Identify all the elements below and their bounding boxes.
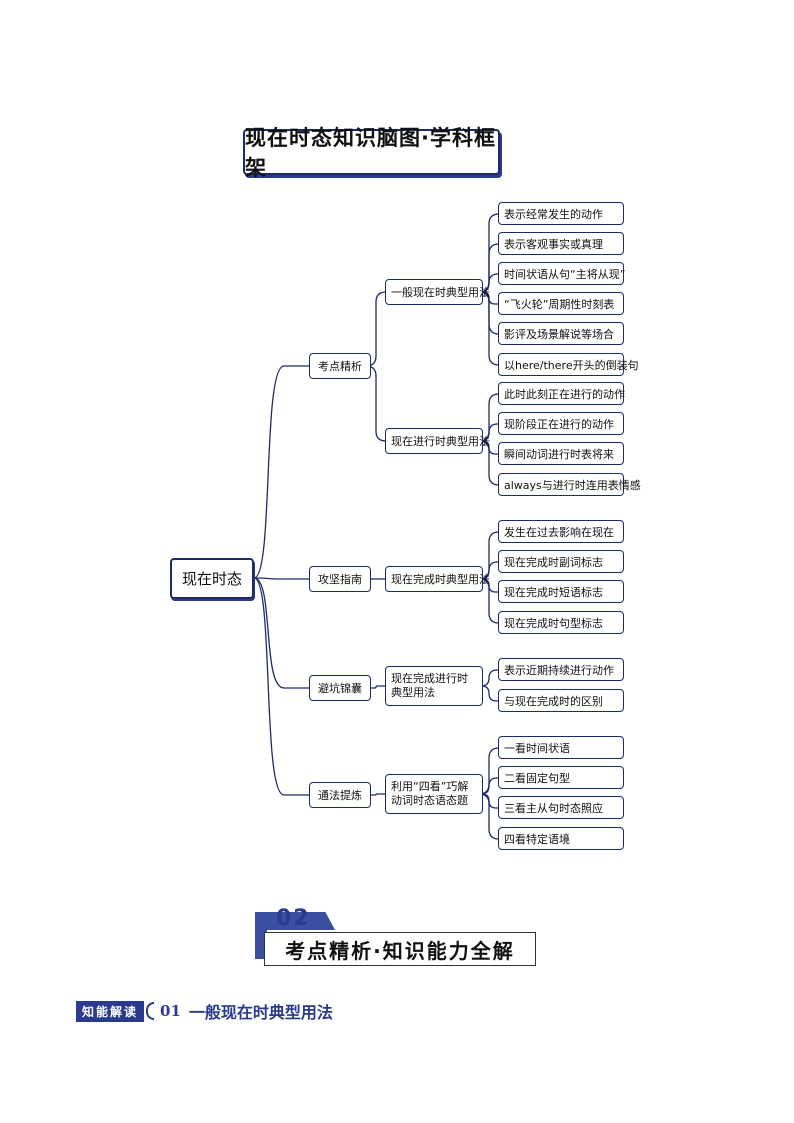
topic-simple-present: 一般现在时典型用法 — [385, 279, 490, 305]
leaf-item: 三看主从句时态照应 — [498, 796, 624, 819]
section-title: 考点精析·知识能力全解 — [264, 932, 536, 966]
branch-kaodian: 考点精析 — [309, 353, 371, 379]
topic-present-perfect: 现在完成时典型用法 — [385, 566, 490, 592]
subsection-number: 01 — [160, 1002, 181, 1020]
leaf-item: 此时此刻正在进行的动作 — [498, 382, 625, 405]
leaf-item: 一看时间状语 — [498, 736, 624, 759]
leaf-item: 现在完成时副词标志 — [498, 550, 624, 573]
subsection-title: 一般现在时典型用法 — [188, 1003, 333, 1022]
leaf-item: 以here/there开头的倒装句 — [498, 353, 639, 376]
topic-present-perfect-progressive: 现在完成进行时典型用法 — [385, 666, 483, 706]
bracket-icon — [146, 1002, 155, 1020]
branch-gongjian: 攻坚指南 — [309, 566, 371, 592]
leaf-item: 现在完成时句型标志 — [498, 611, 624, 634]
section-number: 02 — [276, 906, 311, 931]
leaf-item: 二看固定句型 — [498, 766, 624, 789]
leaf-item: 表示经常发生的动作 — [498, 202, 624, 225]
branch-bikeng: 避坑锦囊 — [309, 675, 371, 701]
page-title: 现在时态知识脑图·学科框架 — [243, 126, 500, 180]
leaf-item: 瞬间动词进行时表将来 — [498, 442, 624, 465]
leaf-item: “飞火轮”周期性时刻表 — [498, 292, 624, 315]
leaf-item: 四看特定语境 — [498, 827, 624, 850]
leaf-item: 与现在完成时的区别 — [498, 689, 624, 712]
leaf-item: always与进行时连用表情感 — [498, 473, 641, 496]
subsection-tag: 知能解读 — [76, 1000, 145, 1022]
leaf-item: 时间状语从句“主将从现” — [498, 262, 625, 285]
leaf-item: 发生在过去影响在现在 — [498, 520, 624, 543]
subsection-heading: 知能解读 01 一般现在时典型用法 — [76, 1000, 333, 1022]
leaf-item: 表示近期持续进行动作 — [498, 658, 624, 681]
topic-present-progressive: 现在进行时典型用法 — [385, 428, 490, 454]
mindmap-root: 现在时态 — [170, 558, 254, 599]
topic-four-looks: 利用“四看”巧解动词时态语态题 — [385, 774, 483, 814]
leaf-item: 影评及场景解说等场合 — [498, 322, 624, 345]
branch-tongfa: 通法提炼 — [309, 782, 371, 808]
leaf-item: 现在完成时短语标志 — [498, 580, 624, 603]
leaf-item: 表示客观事实或真理 — [498, 232, 624, 255]
leaf-item: 现阶段正在进行的动作 — [498, 412, 624, 435]
section-banner-decoration — [255, 912, 335, 930]
